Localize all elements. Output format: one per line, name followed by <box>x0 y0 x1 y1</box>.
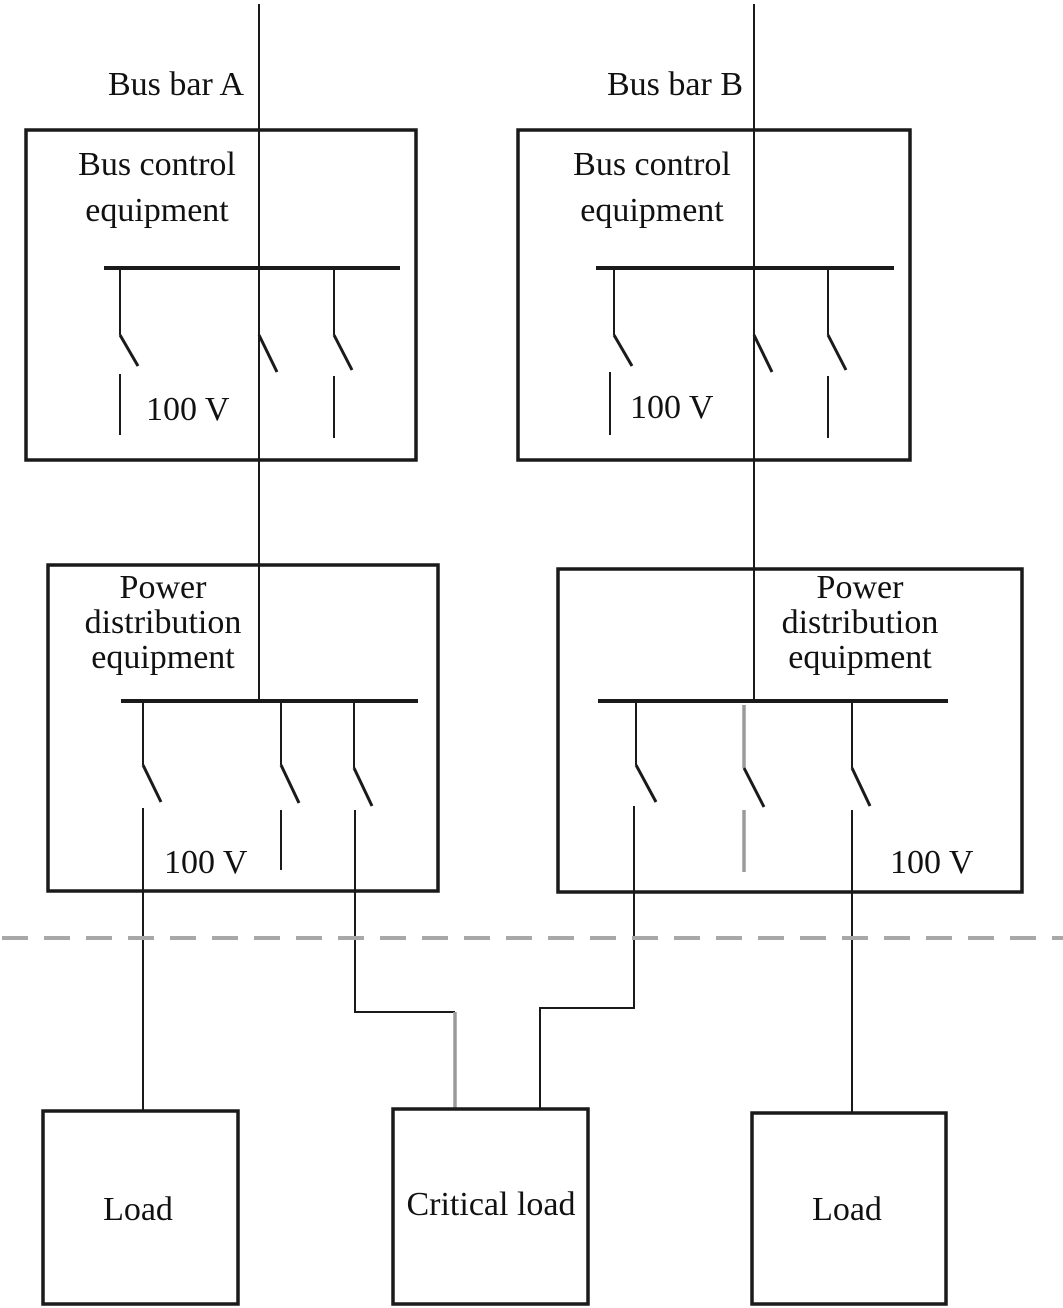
load-left-label: Load <box>103 1191 173 1228</box>
bus-control-a-switch-1-icon <box>118 334 140 367</box>
power-dist-b-switch-3-icon <box>850 767 872 807</box>
load-left: Load <box>41 1109 240 1306</box>
power-dist-a-switch-2-icon <box>279 764 301 804</box>
load-right-box <box>750 1111 948 1306</box>
bus-control-b-title-line1: Bus control <box>573 146 731 183</box>
load-left-box <box>41 1109 240 1306</box>
power-dist-b-switch-2-icon <box>742 767 766 808</box>
bus-control-b-switch-3-icon <box>826 334 848 371</box>
power-dist-a-title-line1: Power <box>120 569 208 606</box>
power-dist-a-out-3-to-critical <box>354 810 455 1013</box>
bus-control-a-switch-3-icon <box>332 334 354 371</box>
bus-control-a-box <box>24 128 418 462</box>
power-dist-b-title-line3: equipment <box>788 639 932 676</box>
power-dist-b-title-line2: distribution <box>782 604 939 641</box>
bus-control-b-title-line2: equipment <box>580 192 724 229</box>
critical-load-label: Critical load <box>406 1186 575 1223</box>
bus-control-b-switch-2-icon <box>752 334 774 373</box>
bus-control-a-switch-2-icon <box>257 334 279 373</box>
bus-control-b-switch-1-icon <box>612 334 634 367</box>
bus-control-b-voltage: 100 V <box>630 389 714 426</box>
power-distribution-equipment-a: Power distribution equipment 100 V <box>46 563 457 1110</box>
power-dist-a-switch-1-icon <box>141 764 163 803</box>
power-dist-b-voltage: 100 V <box>890 844 974 881</box>
power-dist-a-voltage: 100 V <box>164 844 248 881</box>
bus-control-a-title-line2: equipment <box>85 192 229 229</box>
bus-control-a-title-line1: Bus control <box>78 146 236 183</box>
bus-control-equipment-b: Bus control equipment 100 V <box>516 128 912 462</box>
load-right-label: Load <box>812 1191 882 1228</box>
power-dist-b-box <box>556 567 1024 894</box>
bus-bar-a-label: Bus bar A <box>108 66 244 103</box>
power-dist-b-switch-1-icon <box>634 764 658 803</box>
load-right: Load <box>750 1111 948 1306</box>
power-dist-b-out-1-to-critical <box>539 806 635 1108</box>
power-dist-a-title-line3: equipment <box>91 639 235 676</box>
power-dist-b-title-line1: Power <box>817 569 905 606</box>
critical-load: Critical load <box>391 1107 590 1306</box>
bus-bar-b-label: Bus bar B <box>607 66 743 103</box>
bus-control-b-box <box>516 128 912 462</box>
bus-control-equipment-a: Bus control equipment 100 V <box>24 128 418 462</box>
bus-control-a-voltage: 100 V <box>146 391 230 428</box>
power-dist-a-box <box>46 563 440 893</box>
critical-load-box <box>391 1107 590 1306</box>
power-distribution-equipment-b: Power distribution equipment 100 V <box>539 567 1024 1112</box>
power-dist-a-title-line2: distribution <box>85 604 242 641</box>
power-dist-a-switch-3-icon <box>352 767 374 807</box>
